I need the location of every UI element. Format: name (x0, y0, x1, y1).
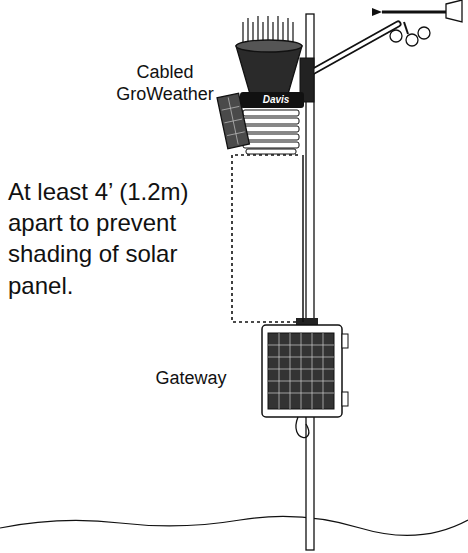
ground-line (0, 516, 468, 535)
spacing-note: At least 4’ (1.2m) apart to prevent shad… (8, 176, 230, 301)
brand-logo: Davis (252, 94, 300, 106)
device-node: Cabled GroWeather (228, 22, 310, 155)
groweather-sensor (217, 16, 314, 154)
device-label: Gateway (132, 368, 250, 390)
spacing-bracket (232, 155, 298, 322)
cable-line (302, 155, 304, 322)
anemometer-arm (312, 0, 462, 72)
gateway-enclosure (262, 318, 348, 438)
device-label: Cabled GroWeather (108, 62, 222, 105)
device-node: Gateway (258, 322, 350, 420)
